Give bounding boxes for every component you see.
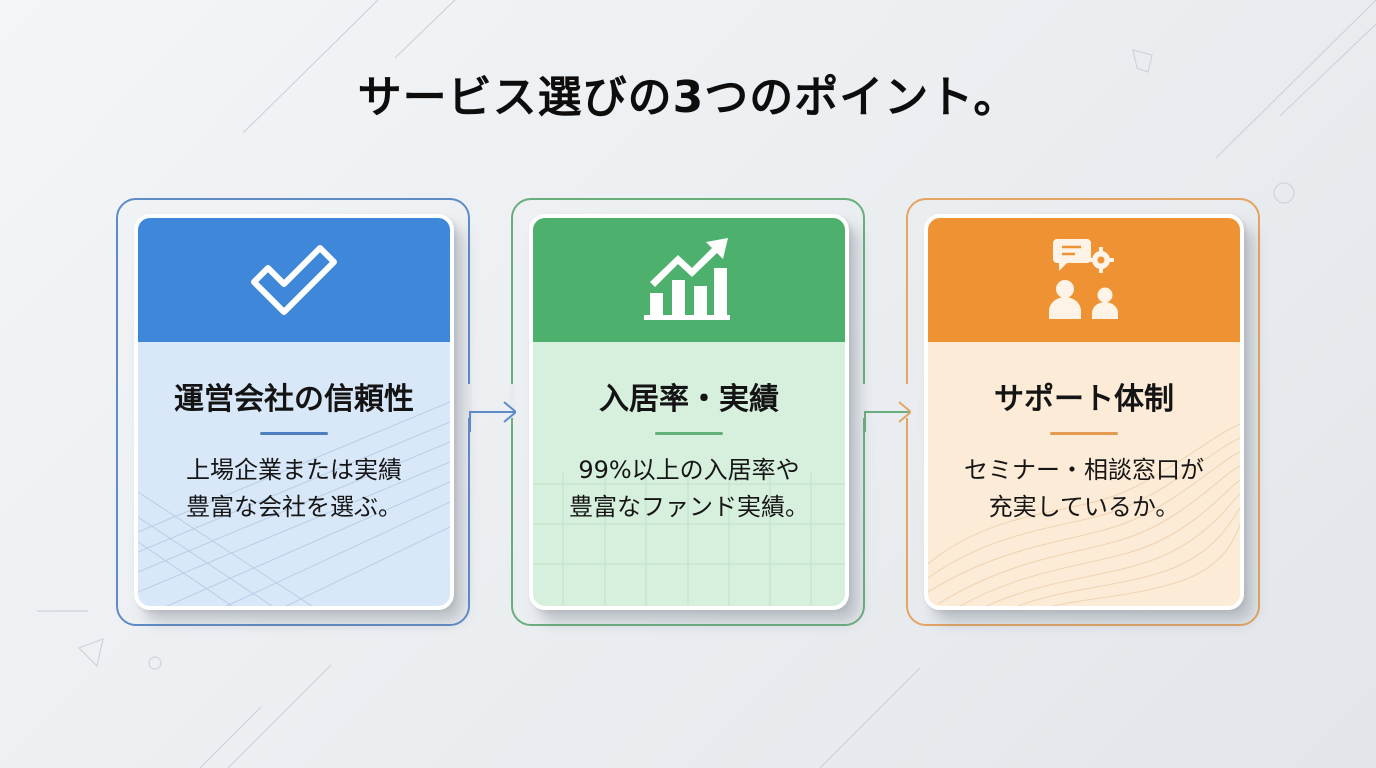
- arrow-right-icon: [864, 401, 911, 432]
- support-people-icon: [1049, 239, 1118, 319]
- description-line: 上場企業または実績: [186, 456, 402, 484]
- description-line: 豊富な会社を選ぶ。: [186, 493, 402, 521]
- point-card-reliability: 運営会社の信頼性 上場企業または実績 豊富な会社を選ぶ。: [134, 214, 454, 610]
- divider: [260, 432, 328, 435]
- line-texture: [138, 401, 450, 606]
- circle-shape-icon: [1273, 182, 1295, 204]
- divider: [1050, 432, 1118, 435]
- card-description: 上場企業または実績 豊富な会社を選ぶ。: [138, 452, 450, 526]
- arrow-right-icon: [469, 401, 516, 432]
- description-line: 充実しているか。: [988, 493, 1180, 521]
- card-body: サポート体制 セミナー・相談窓口が 充実しているか。: [928, 342, 1240, 606]
- grid-texture: [533, 472, 845, 606]
- description-line: 99%以上の入居率や: [578, 456, 800, 484]
- card-body: 運営会社の信頼性 上場企業または実績 豊富な会社を選ぶ。: [138, 342, 450, 606]
- point-card-occupancy: 入居率・実績 99%以上の入居率や 豊富なファンド実績。: [529, 214, 849, 610]
- card-description: セミナー・相談窓口が 充実しているか。: [928, 452, 1240, 526]
- card-header: [533, 218, 845, 342]
- checkmark-icon: [251, 245, 337, 315]
- wave-texture: [928, 423, 1240, 606]
- card-description: 99%以上の入居率や 豊富なファンド実績。: [533, 452, 845, 526]
- card-header: [928, 218, 1240, 342]
- triangle-shape-icon: [77, 638, 104, 668]
- card-body: 入居率・実績 99%以上の入居率や 豊富なファンド実績。: [533, 342, 845, 606]
- card-title: 運営会社の信頼性: [174, 382, 414, 417]
- description-line: 豊富なファンド実績。: [569, 493, 809, 521]
- card-title: サポート体制: [994, 382, 1174, 417]
- description-line: セミナー・相談窓口が: [964, 456, 1204, 484]
- divider: [655, 432, 723, 435]
- growth-chart-icon: [644, 238, 730, 320]
- card-header: [138, 218, 450, 342]
- page-title: サービス選びの3つのポイント。: [357, 72, 1019, 123]
- point-card-support: サポート体制 セミナー・相談窓口が 充実しているか。: [924, 214, 1244, 610]
- card-title: 入居率・実績: [599, 382, 779, 417]
